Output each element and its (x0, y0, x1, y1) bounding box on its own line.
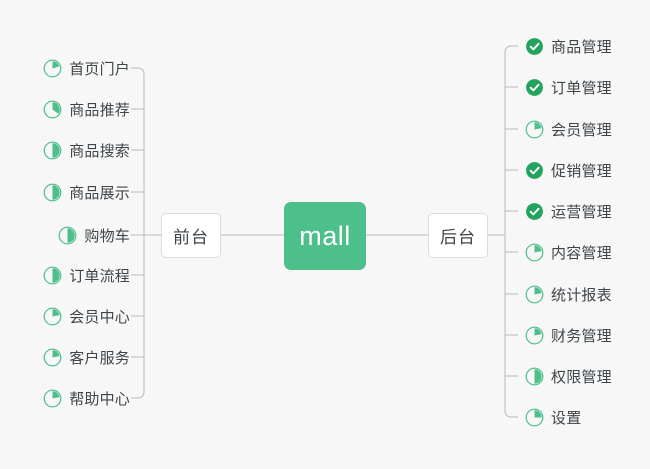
pie-icon (525, 120, 544, 139)
leaf-node[interactable]: 订单流程 (43, 263, 130, 287)
leaf-node[interactable]: 客户服务 (43, 345, 130, 369)
leaf-node-label: 帮助中心 (69, 390, 130, 408)
pie-icon (43, 141, 62, 160)
leaf-node-label: 设置 (551, 409, 582, 427)
leaf-node[interactable]: 统计报表 (525, 282, 612, 306)
leaf-node-label: 购物车 (84, 227, 130, 245)
pie-icon (43, 100, 62, 119)
branch-node-frontend[interactable]: 前台 (161, 213, 221, 258)
leaf-node[interactable]: 会员中心 (43, 304, 130, 328)
connector-line (131, 67, 145, 75)
leaf-node-label: 促销管理 (551, 162, 612, 180)
leaf-node-label: 首页门户 (69, 60, 130, 78)
pie-icon (43, 348, 62, 367)
connector-line (131, 391, 145, 399)
pie-icon (525, 326, 544, 345)
pie-icon (43, 59, 62, 78)
leaf-node[interactable]: 运营管理 (525, 199, 612, 223)
leaf-node[interactable]: 商品搜索 (43, 138, 130, 162)
leaf-node[interactable]: 促销管理 (525, 158, 612, 182)
pie-icon (525, 243, 544, 262)
check-circle-icon (525, 78, 544, 97)
center-node-label: mall (299, 220, 351, 251)
branch-node-backend-label: 后台 (440, 228, 476, 247)
pie-icon (43, 183, 62, 202)
pie-icon (525, 285, 544, 304)
leaf-node[interactable]: 权限管理 (525, 364, 612, 388)
leaf-node-label: 统计报表 (551, 286, 612, 304)
leaf-node-label: 会员管理 (551, 121, 612, 139)
leaf-node[interactable]: 首页门户 (43, 56, 130, 80)
check-circle-icon (525, 202, 544, 221)
leaf-node[interactable]: 商品管理 (525, 34, 612, 58)
pie-icon (43, 307, 62, 326)
leaf-node[interactable]: 内容管理 (525, 240, 612, 264)
leaf-node[interactable]: 购物车 (58, 223, 130, 247)
leaf-node-label: 商品管理 (551, 38, 612, 56)
pie-icon (43, 266, 62, 285)
leaf-node[interactable]: 设置 (525, 405, 581, 429)
check-circle-icon (525, 161, 544, 180)
leaf-node-label: 商品推荐 (69, 101, 130, 119)
pie-icon (43, 389, 62, 408)
center-node-mall[interactable]: mall (284, 202, 366, 270)
connector-line (504, 410, 518, 418)
leaf-node-label: 商品展示 (69, 184, 130, 202)
leaf-node-label: 权限管理 (551, 368, 612, 386)
leaf-node-label: 商品搜索 (69, 142, 130, 160)
pie-icon (525, 367, 544, 386)
branch-node-backend[interactable]: 后台 (428, 213, 488, 258)
connector-line (504, 45, 518, 53)
leaf-node-label: 运营管理 (551, 203, 612, 221)
leaf-node[interactable]: 会员管理 (525, 117, 612, 141)
leaf-node-label: 订单流程 (69, 267, 130, 285)
pie-icon (525, 408, 544, 427)
leaf-node-label: 内容管理 (551, 244, 612, 262)
leaf-node-label: 客户服务 (69, 349, 130, 367)
leaf-node[interactable]: 订单管理 (525, 75, 612, 99)
pie-icon (58, 226, 77, 245)
leaf-node-label: 财务管理 (551, 327, 612, 345)
branch-node-frontend-label: 前台 (173, 228, 209, 247)
leaf-node[interactable]: 财务管理 (525, 323, 612, 347)
leaf-node-label: 订单管理 (551, 79, 612, 97)
leaf-node[interactable]: 商品展示 (43, 180, 130, 204)
leaf-node-label: 会员中心 (69, 308, 130, 326)
check-circle-icon (525, 37, 544, 56)
leaf-node[interactable]: 帮助中心 (43, 386, 130, 410)
leaf-node[interactable]: 商品推荐 (43, 97, 130, 121)
